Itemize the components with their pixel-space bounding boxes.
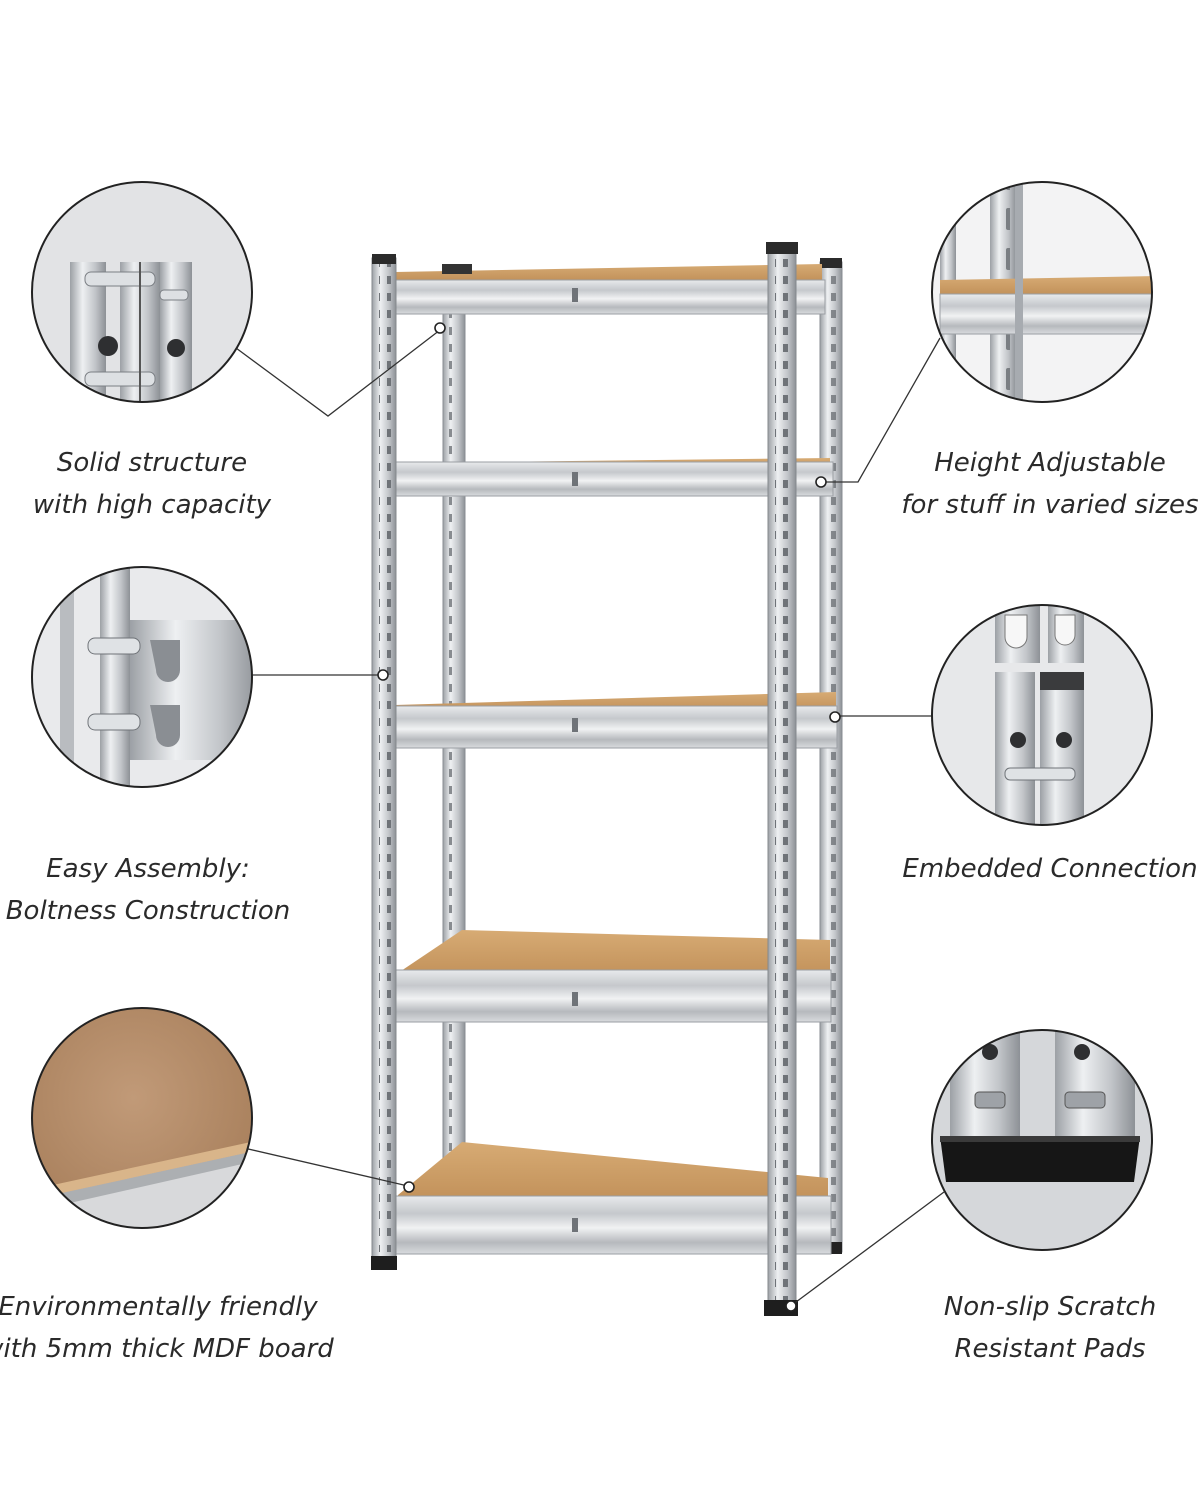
caption-easy-assembly: Easy Assembly: Boltness Construction [0, 848, 348, 932]
caption-solid-structure-line2: with high capacity [32, 490, 272, 520]
caption-nonslip-pads-line1: Non-slip Scratch [943, 1292, 1157, 1322]
shelf-level-5 [394, 1142, 832, 1255]
caption-height-adjustable-line2: for stuff in varied sizes [901, 490, 1199, 520]
shelf-level-1 [394, 264, 826, 315]
caption-easy-assembly-line1: Easy Assembly: [46, 854, 250, 884]
caption-nonslip-pads: Non-slip Scratch Resistant Pads [850, 1286, 1200, 1370]
front-posts [371, 242, 798, 1316]
caption-mdf-board-line1: Environmentally friendly [0, 1292, 318, 1322]
detail-solid-structure [31, 181, 253, 403]
caption-height-adjustable-line1: Height Adjustable [934, 448, 1166, 478]
caption-nonslip-pads-line2: Resistant Pads [954, 1334, 1146, 1364]
caption-solid-structure: Solid structure with high capacity [0, 442, 352, 526]
caption-mdf-board-line2: with 5mm thick MDF board [0, 1334, 334, 1364]
detail-embedded-connection [931, 604, 1153, 826]
shelf-level-2 [394, 458, 834, 497]
caption-height-adjustable: Height Adjustable for stuff in varied si… [850, 442, 1200, 526]
caption-mdf-board: Environmentally friendly with 5mm thick … [0, 1286, 358, 1370]
caption-embedded-connection: Embedded Connection [850, 848, 1200, 890]
detail-mdf-board [31, 1007, 253, 1229]
shelf-level-4 [394, 930, 832, 1023]
leader-dots [377, 322, 841, 1312]
caption-solid-structure-line1: Solid structure [56, 448, 248, 478]
detail-height-adjustable [931, 181, 1153, 403]
detail-easy-assembly [31, 566, 253, 788]
leader-lines [235, 329, 945, 1306]
caption-easy-assembly-line2: Boltness Construction [5, 896, 291, 926]
detail-nonslip-pads [931, 1029, 1153, 1251]
caption-embedded-connection-line1: Embedded Connection [902, 854, 1198, 884]
shelf-level-3 [394, 692, 838, 749]
